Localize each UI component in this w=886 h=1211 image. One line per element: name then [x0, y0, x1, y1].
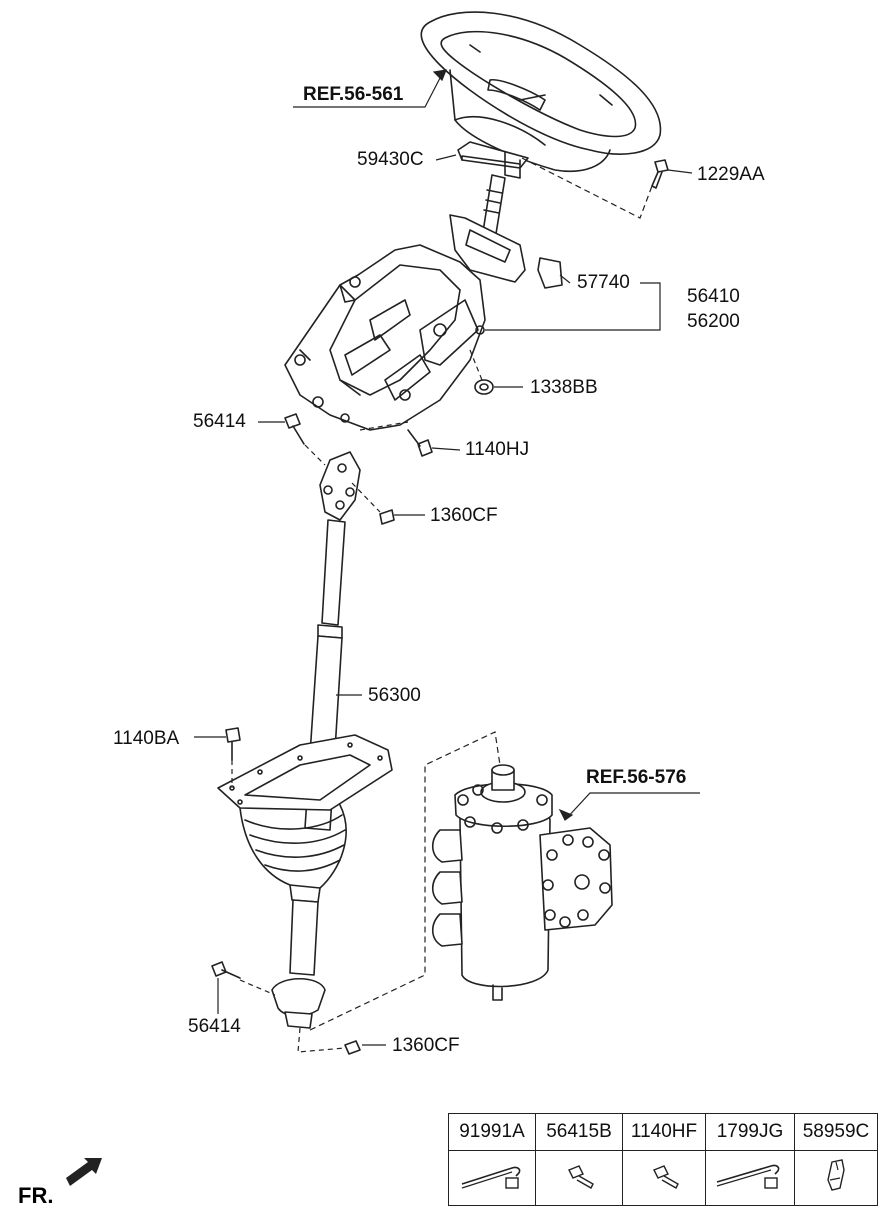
lower-shaft [271, 899, 326, 1029]
parts-table: 91991A 56415B 1140HF 1799JG 58959C [448, 1113, 878, 1206]
cable-tie-icon [716, 1164, 780, 1189]
parts-table-icon-cell [794, 1150, 878, 1206]
label-57740: 57740 [577, 272, 630, 293]
ref-label-top: REF.56-561 [303, 84, 404, 105]
universal-joint-upper [319, 451, 361, 521]
label-56200: 56200 [687, 311, 740, 332]
steering-wheel [420, 11, 662, 173]
parts-table-code: 58959C [794, 1113, 878, 1151]
clip-1360cf-bottom [344, 1040, 361, 1055]
parts-table-icon-cell [448, 1150, 536, 1206]
clip-1360cf-top [379, 509, 395, 525]
parts-table-code: 1140HF [622, 1113, 706, 1151]
parts-table-code: 1799JG [705, 1113, 795, 1151]
bolt-56414-bottom [211, 961, 241, 979]
bolt-1229aa [651, 159, 669, 189]
nut-1338bb [474, 379, 494, 395]
parts-table-code: 56415B [535, 1113, 623, 1151]
parts-table-icon-cell [535, 1150, 623, 1206]
label-56414-bottom: 56414 [188, 1016, 241, 1037]
label-56300: 56300 [368, 685, 421, 706]
steering-column-housing [284, 244, 486, 431]
label-59430c: 59430C [357, 149, 424, 170]
bolt-icon [568, 1164, 594, 1189]
leader-lines [194, 69, 700, 1053]
parts-table-icon-cell [622, 1150, 706, 1206]
label-1140ba: 1140BA [113, 728, 180, 749]
clip-icon [827, 1158, 845, 1191]
label-1229aa: 1229AA [697, 164, 765, 185]
label-56410: 56410 [687, 286, 740, 307]
bolt-1140ba [225, 727, 241, 761]
bolt-icon [653, 1164, 679, 1189]
parts-table-code: 91991A [448, 1113, 536, 1151]
label-1338bb: 1338BB [530, 377, 598, 398]
bolt-56414-top [284, 413, 305, 445]
steering-column-upper [449, 174, 563, 289]
part-59430c [457, 141, 529, 179]
ref-label-gear: REF.56-576 [586, 767, 687, 788]
label-1140hj: 1140HJ [465, 439, 530, 460]
label-1360cf-bottom: 1360CF [392, 1035, 460, 1056]
parts-table-icon-cell [705, 1150, 795, 1206]
front-direction-arrow-icon [66, 1158, 102, 1186]
bolt-1140hj [407, 429, 433, 457]
front-direction-label: FR. [18, 1183, 54, 1208]
label-1360cf-top: 1360CF [430, 505, 498, 526]
cable-tie-icon [461, 1166, 521, 1189]
steering-gear-box [431, 764, 613, 1001]
label-56414-top: 56414 [193, 411, 246, 432]
